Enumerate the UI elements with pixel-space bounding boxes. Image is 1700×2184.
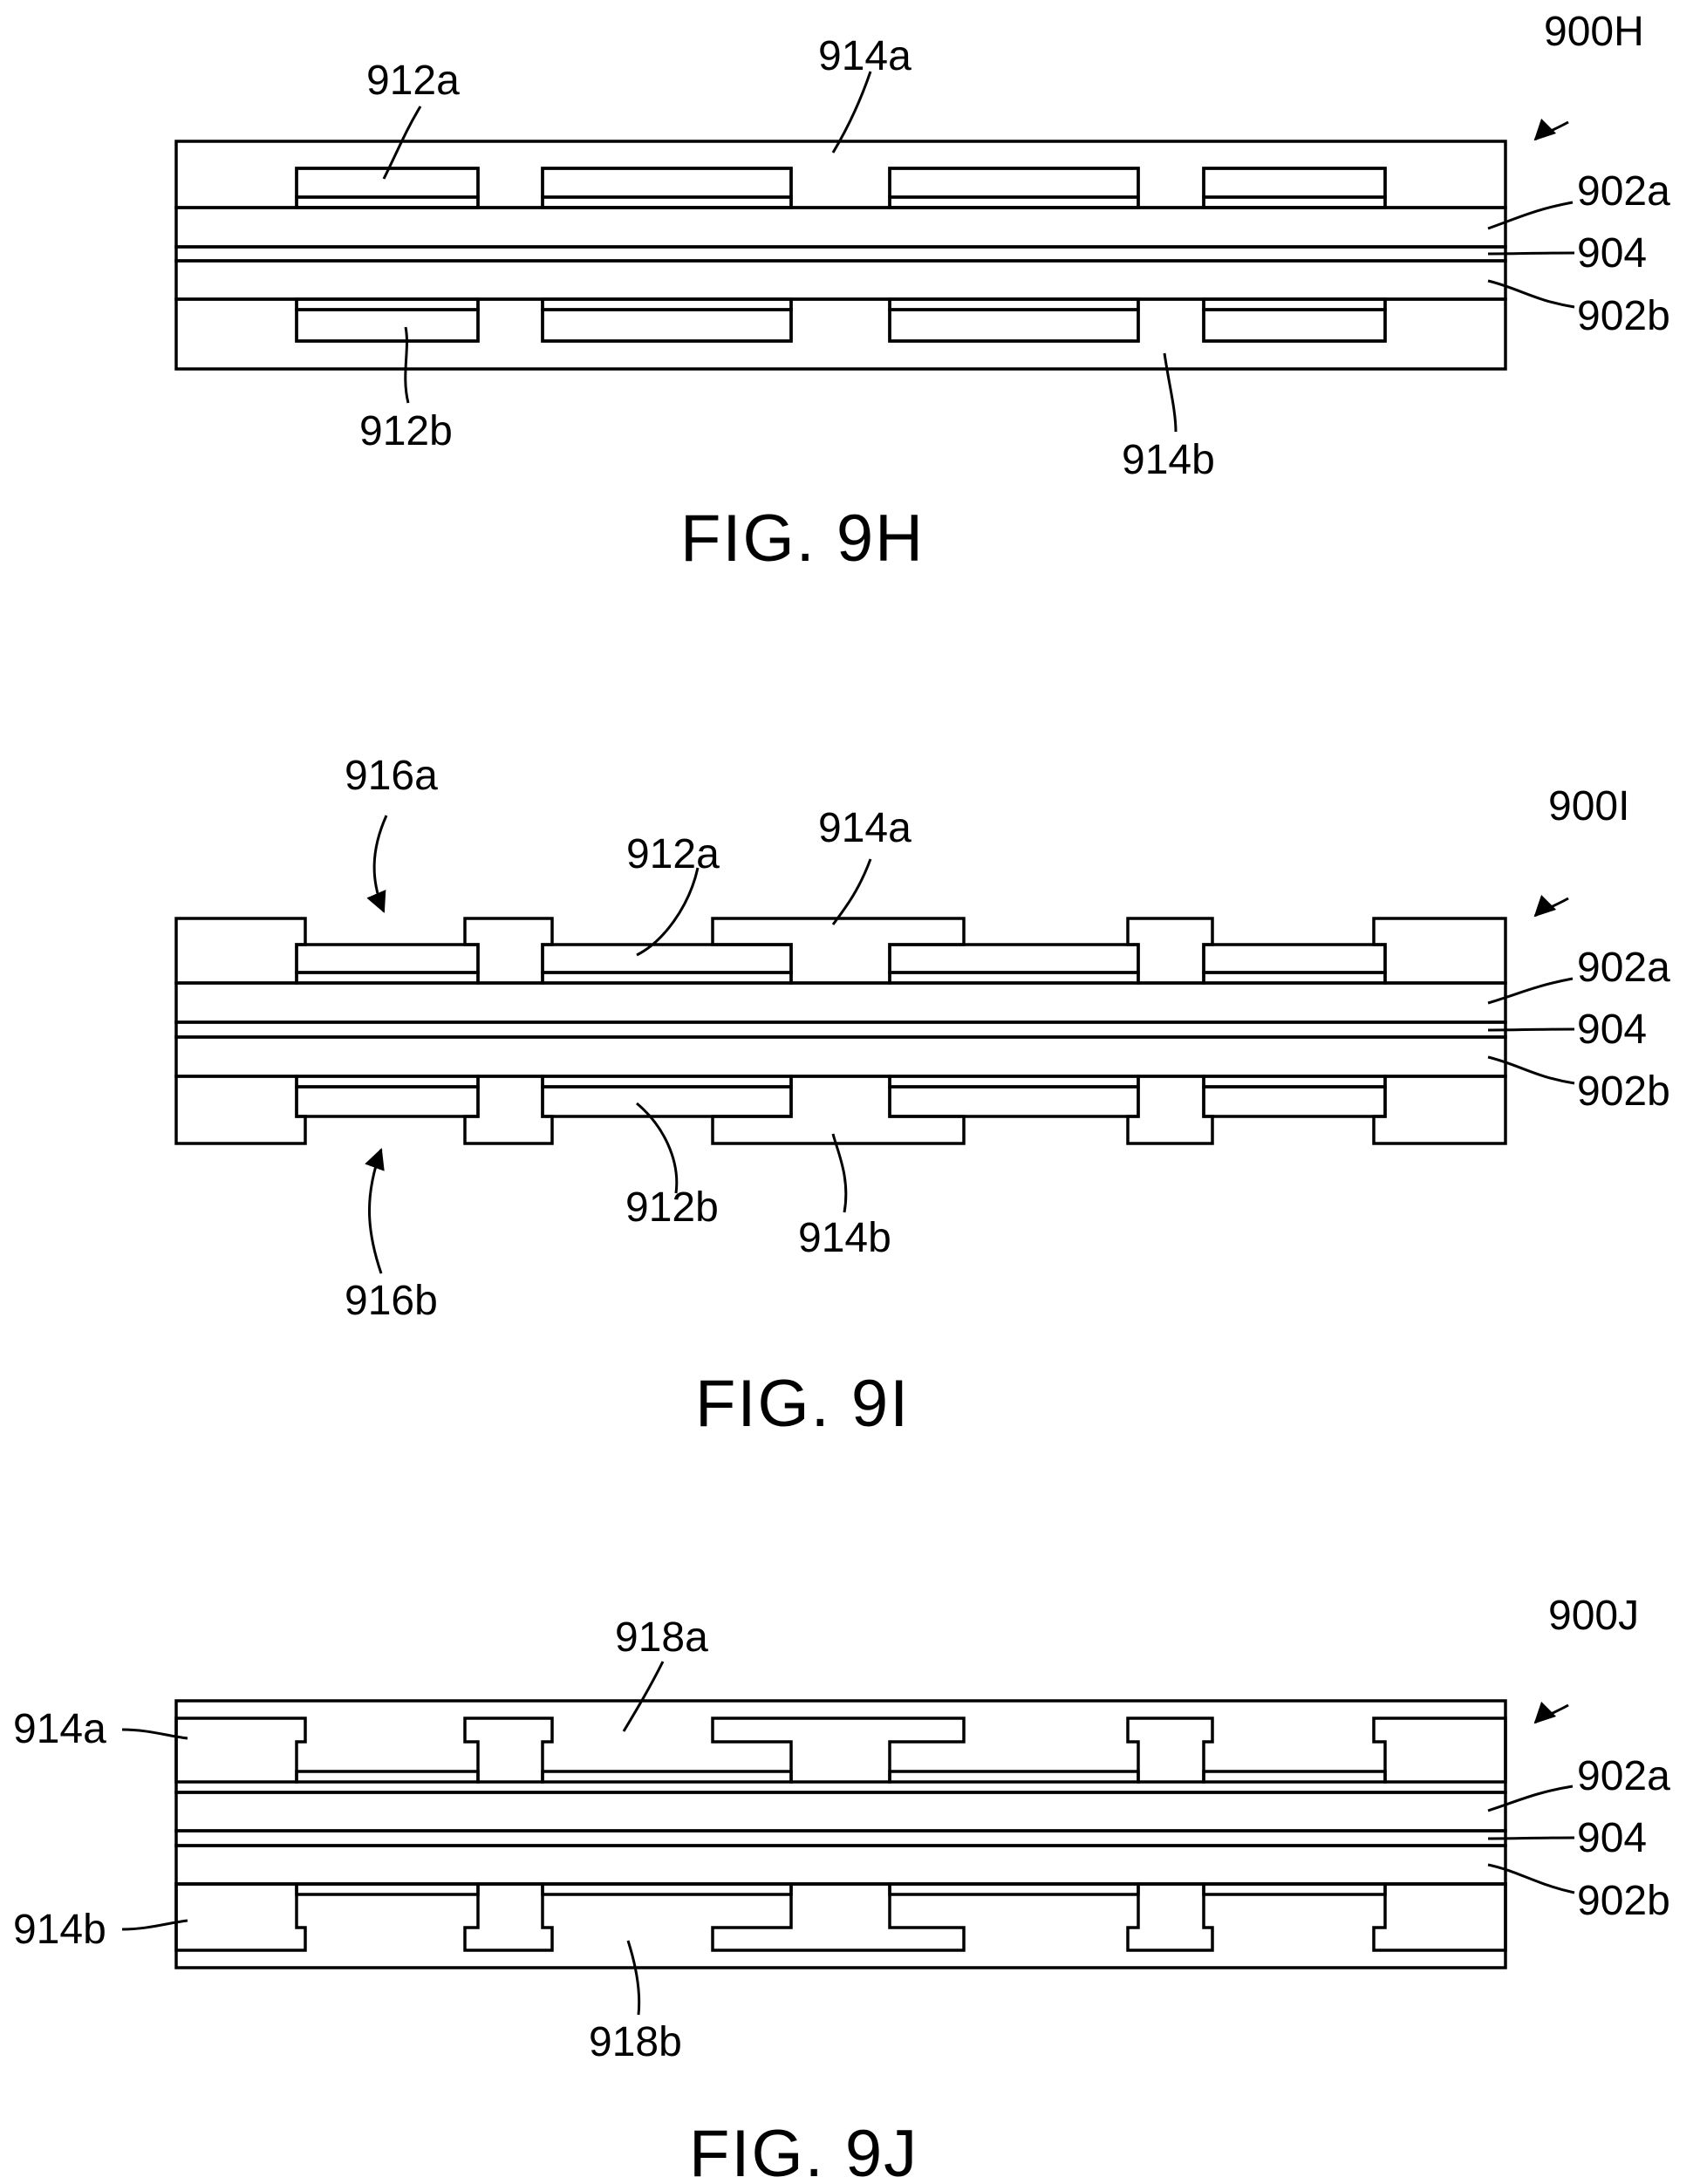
upper-core-layer bbox=[176, 208, 1505, 247]
bottom-traces bbox=[297, 299, 1385, 341]
label-912a: 912a bbox=[626, 831, 720, 877]
figure-9j: 914a 918a 900J 902a 904 902b 914b 918b F… bbox=[13, 1593, 1670, 2184]
upper-core-layer bbox=[176, 1792, 1505, 1831]
top-seed-layers bbox=[297, 1771, 1385, 1782]
top-fill-layer bbox=[176, 1701, 1505, 1792]
label-902b: 902b bbox=[1577, 1878, 1670, 1924]
lower-core-layer bbox=[176, 261, 1505, 299]
label-902a: 902a bbox=[1577, 168, 1670, 215]
label-902a: 902a bbox=[1577, 945, 1670, 991]
bottom-traces bbox=[297, 1076, 1385, 1116]
label-918b: 918b bbox=[589, 2019, 682, 2065]
upper-core-layer bbox=[176, 983, 1505, 1022]
label-902a: 902a bbox=[1577, 1753, 1670, 1799]
center-layer bbox=[176, 247, 1505, 261]
label-914a: 914a bbox=[818, 33, 911, 79]
figure-9i: 916a 912a 914a 900I 902a 904 902b 916b 9… bbox=[176, 753, 1670, 1441]
center-layer bbox=[176, 1022, 1505, 1037]
figure-caption: FIG. 9J bbox=[689, 2117, 918, 2184]
top-traces bbox=[297, 945, 1385, 983]
label-900j: 900J bbox=[1548, 1593, 1639, 1639]
label-914b: 914b bbox=[1122, 437, 1215, 483]
center-layer bbox=[176, 1831, 1505, 1846]
bottom-seed-layers bbox=[297, 1884, 1385, 1894]
label-912b: 912b bbox=[625, 1184, 719, 1231]
lower-core-layer bbox=[176, 1846, 1505, 1884]
label-902b: 902b bbox=[1577, 1068, 1670, 1115]
label-914b: 914b bbox=[798, 1215, 891, 1261]
top-traces bbox=[297, 168, 1385, 208]
label-904: 904 bbox=[1577, 1007, 1647, 1053]
label-918a: 918a bbox=[615, 1614, 708, 1661]
label-904: 904 bbox=[1577, 230, 1647, 276]
label-900i: 900I bbox=[1548, 783, 1629, 829]
label-904: 904 bbox=[1577, 1815, 1647, 1861]
label-916b: 916b bbox=[345, 1278, 438, 1324]
lower-core-layer bbox=[176, 1037, 1505, 1076]
label-912a: 912a bbox=[366, 58, 460, 104]
figure-caption: FIG. 9I bbox=[695, 1367, 910, 1441]
label-900h: 900H bbox=[1544, 9, 1644, 55]
label-914a: 914a bbox=[818, 805, 911, 851]
label-912b: 912b bbox=[359, 408, 453, 454]
bottom-fill-layer bbox=[176, 1884, 1505, 1968]
label-914b: 914b bbox=[13, 1907, 106, 1953]
label-902b: 902b bbox=[1577, 293, 1670, 339]
label-916a: 916a bbox=[345, 753, 438, 799]
figure-9h: 912a 914a 900H 902a 904 902b 912b 914b F… bbox=[176, 9, 1670, 576]
figure-caption: FIG. 9H bbox=[680, 502, 925, 576]
label-914a: 914a bbox=[13, 1706, 106, 1752]
